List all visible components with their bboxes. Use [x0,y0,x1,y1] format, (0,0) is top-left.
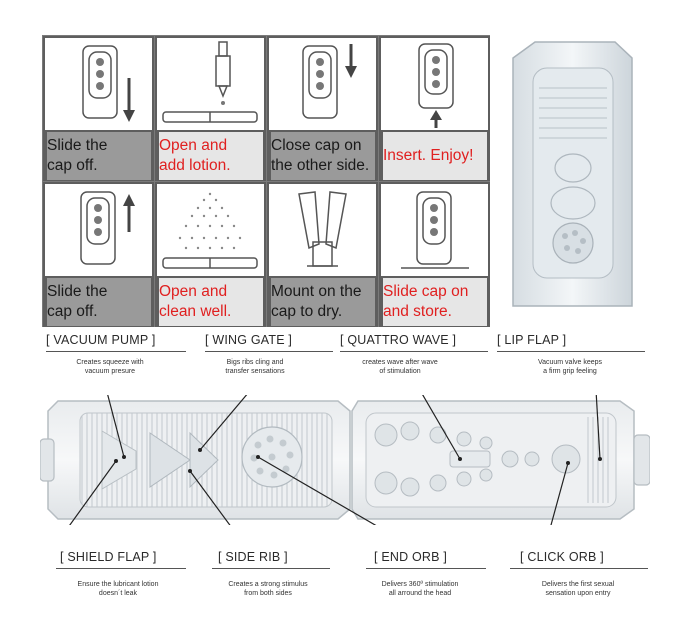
click-orb-desc-line2: sensation upon entry [545,590,611,597]
wing-gate-desc: Bigs ribs cling and transfer sensations [195,358,315,376]
step-6-line2: clean well. [159,303,232,320]
step-3-caption: Close cap on the other side. [271,132,375,180]
step-4-caption: Insert. Enjoy! [383,132,487,180]
wing-gate-label: [ WING GATE ] [205,333,293,347]
cross-section-diagram [40,395,650,525]
wing-gate-desc-line1: Bigs ribs cling and [226,359,284,366]
side-rib-desc-line2: from both sides [244,590,292,597]
lip-flap-desc-line1: Vacuum valve keeps [537,359,603,366]
end-orb-label: [ END ORB ] [374,550,448,564]
step-8-caption: Slide cap on and store. [383,278,487,326]
vacuum-pump-desc: Creates squeeze with vacuum presure [50,358,170,376]
vacuum-pump-rule [46,351,186,352]
step-1: Slide the cap off. [43,36,154,181]
cross-section-image [40,395,650,525]
click-orb-desc: Delivers the first sexual sensation upon… [518,580,638,598]
step-1-illustration [45,38,152,130]
step-1-caption: Slide the cap off. [47,132,151,180]
slide-cap-off-up-icon [80,191,135,265]
step-7-caption: Mount on the cap to dry. [271,278,375,326]
vacuum-pump-desc-line1: Creates squeeze with [76,359,144,366]
step-8-illustration [381,184,488,276]
lip-flap-label: [ LIP FLAP ] [497,333,567,347]
insert-icon [418,43,454,128]
step-6-illustration [157,184,264,276]
product-sleeve-image [512,41,633,307]
instruction-grid: Slide the cap off. Open and add lotion. [42,35,490,327]
step-3-line1: Close cap on [271,137,362,154]
step-8-line2: and store. [383,303,452,320]
side-rib-label: [ SIDE RIB ] [218,550,288,564]
step-3-line2: the other side. [271,157,370,174]
step-7: Mount on the cap to dry. [267,182,378,327]
step-1-line2: cap off. [47,157,98,174]
end-orb-desc-line1: Delivers 360º stimulation [381,581,459,588]
store-icon [401,191,469,269]
step-6: Open and clean well. [155,182,266,327]
rinse-icon [162,192,258,269]
step-5-line2: cap off. [47,303,98,320]
shield-flap-desc-line2: doesn´t leak [98,590,138,597]
slide-cap-off-icon [82,45,135,122]
step-4: Insert. Enjoy! [379,36,490,181]
add-lotion-icon [162,41,258,123]
dry-on-cap-icon [298,191,347,267]
quattro-wave-desc-line2: of stimulation [379,368,421,375]
close-cap-icon [302,44,357,119]
step-7-line2: cap to dry. [271,303,343,320]
step-5: Slide the cap off. [43,182,154,327]
wing-gate-desc-line2: transfer sensations [225,368,285,375]
click-orb-desc-line1: Delivers the first sexual [541,581,615,588]
step-7-line1: Mount on the [271,283,362,300]
step-5-illustration [45,184,152,276]
step-6-caption: Open and clean well. [159,278,263,326]
product-photo [505,38,640,318]
end-orb-desc-line2: all arround the head [388,590,452,597]
step-7-illustration [269,184,376,276]
step-4-illustration [381,38,488,130]
step-3-illustration [269,38,376,130]
click-orb-label: [ CLICK ORB ] [520,550,604,564]
step-5-caption: Slide the cap off. [47,278,151,326]
step-5-line1: Slide the [47,283,108,300]
shield-flap-desc: Ensure the lubricant lotion doesn´t leak [58,580,178,598]
shield-flap-rule [56,568,186,569]
quattro-wave-desc-line1: creates wave after wave [362,359,438,366]
lip-flap-desc: Vacuum valve keeps a firm grip feeling [510,358,630,376]
step-4-line1: Insert. Enjoy! [383,147,474,164]
shield-flap-label: [ SHIELD FLAP ] [60,550,157,564]
side-rib-rule [212,568,330,569]
vacuum-pump-desc-line2: vacuum presure [84,368,136,375]
step-8: Slide cap on and store. [379,182,490,327]
lip-flap-rule [497,351,645,352]
wing-gate-rule [205,351,333,352]
step-8-line1: Slide cap on [383,283,469,300]
step-2-line2: add lotion. [159,157,231,174]
step-1-line1: Slide the [47,137,108,154]
step-2-line1: Open and [159,137,228,154]
step-6-line1: Open and [159,283,228,300]
step-2-illustration [157,38,264,130]
vacuum-pump-label: [ VACUUM PUMP ] [46,333,156,347]
end-orb-desc: Delivers 360º stimulation all arround th… [360,580,480,598]
side-rib-desc-line1: Creates a strong stimulus [228,581,308,588]
lip-flap-desc-line2: a firm grip feeling [543,368,597,375]
step-2-caption: Open and add lotion. [159,132,263,180]
step-3: Close cap on the other side. [267,36,378,181]
click-orb-rule [510,568,648,569]
quattro-wave-label: [ QUATTRO WAVE ] [340,333,457,347]
quattro-wave-desc: creates wave after wave of stimulation [340,358,460,376]
end-orb-rule [366,568,486,569]
step-2: Open and add lotion. [155,36,266,181]
shield-flap-desc-line1: Ensure the lubricant lotion [77,581,159,588]
quattro-wave-rule [340,351,488,352]
side-rib-desc: Creates a strong stimulus from both side… [208,580,328,598]
